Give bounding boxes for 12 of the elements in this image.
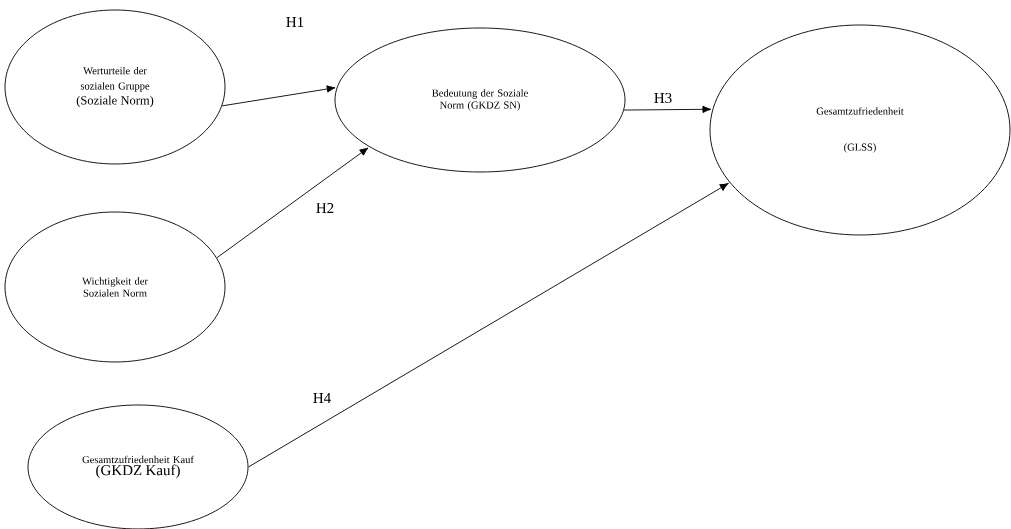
arrow	[221, 85, 336, 107]
edge-label: H1	[284, 16, 306, 28]
edge-label: H2	[314, 202, 336, 214]
edge-label: H3	[652, 91, 674, 105]
ellipse-node: Gesamtzufriedenheit (GLSS)	[709, 24, 1011, 236]
arrow	[216, 147, 369, 259]
ellipse-node: Bedeutung der Soziale Norm (GKDZ SN)	[334, 27, 626, 173]
edge-label: H4	[311, 392, 333, 404]
ellipse-node: Wichtigkeit der Sozialen Norm	[4, 211, 226, 363]
arrow	[623, 105, 712, 113]
arrow	[248, 183, 729, 468]
ellipse-node: Werturteile der sozialen Gruppe (Soziale Norm)	[4, 9, 226, 165]
